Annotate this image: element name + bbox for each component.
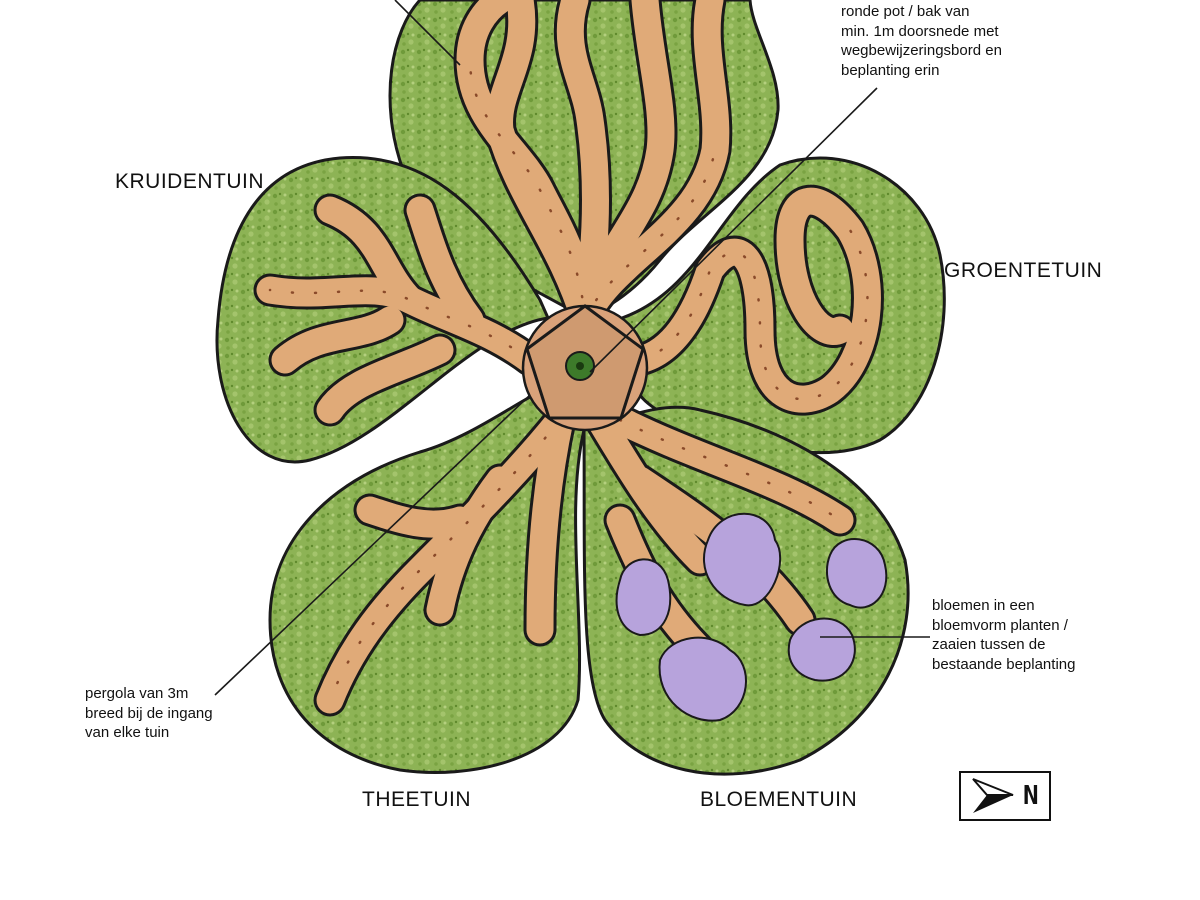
note-center-pot: ronde pot / bak van min. 1m doorsnede me… bbox=[841, 2, 1002, 80]
note-line: bestaande beplanting bbox=[932, 655, 1076, 673]
center-plaza bbox=[521, 304, 649, 432]
note-line: wegbewijzeringsbord en bbox=[841, 42, 1002, 59]
label-bloementuin: BLOEMENTUIN bbox=[700, 788, 858, 811]
note-line: ronde pot / bak van bbox=[841, 3, 970, 20]
note-line: bloemen in een bbox=[932, 597, 1035, 614]
label-theetuin: THEETUIN bbox=[362, 788, 471, 811]
note-line: zaaien tussen de bbox=[932, 636, 1046, 653]
flower-beds bbox=[615, 512, 888, 722]
leader-lines bbox=[214, 0, 930, 696]
note-line: min. 1m doorsnede met bbox=[841, 22, 999, 40]
note-line: pergola van 3m bbox=[85, 685, 189, 702]
north-letter: N bbox=[1023, 781, 1039, 811]
note-line: breed bij de ingang bbox=[85, 704, 213, 722]
note-line: bloemvorm planten / bbox=[932, 616, 1068, 634]
label-kruidentuin: KRUIDENTUIN bbox=[115, 170, 265, 193]
north-arrow: N bbox=[959, 771, 1051, 821]
note-line: van elke tuin bbox=[85, 724, 170, 741]
label-groentetuin: GROENTETUIN bbox=[944, 259, 1103, 282]
compass-arrow-icon bbox=[972, 778, 1014, 813]
note-flowers: bloemen in een bloemvorm planten / zaaie… bbox=[932, 596, 1075, 674]
garden-paths bbox=[253, 0, 884, 717]
note-pergola: pergola van 3m breed bij de ingang van e… bbox=[85, 684, 213, 743]
note-line: beplanting erin bbox=[841, 61, 940, 79]
